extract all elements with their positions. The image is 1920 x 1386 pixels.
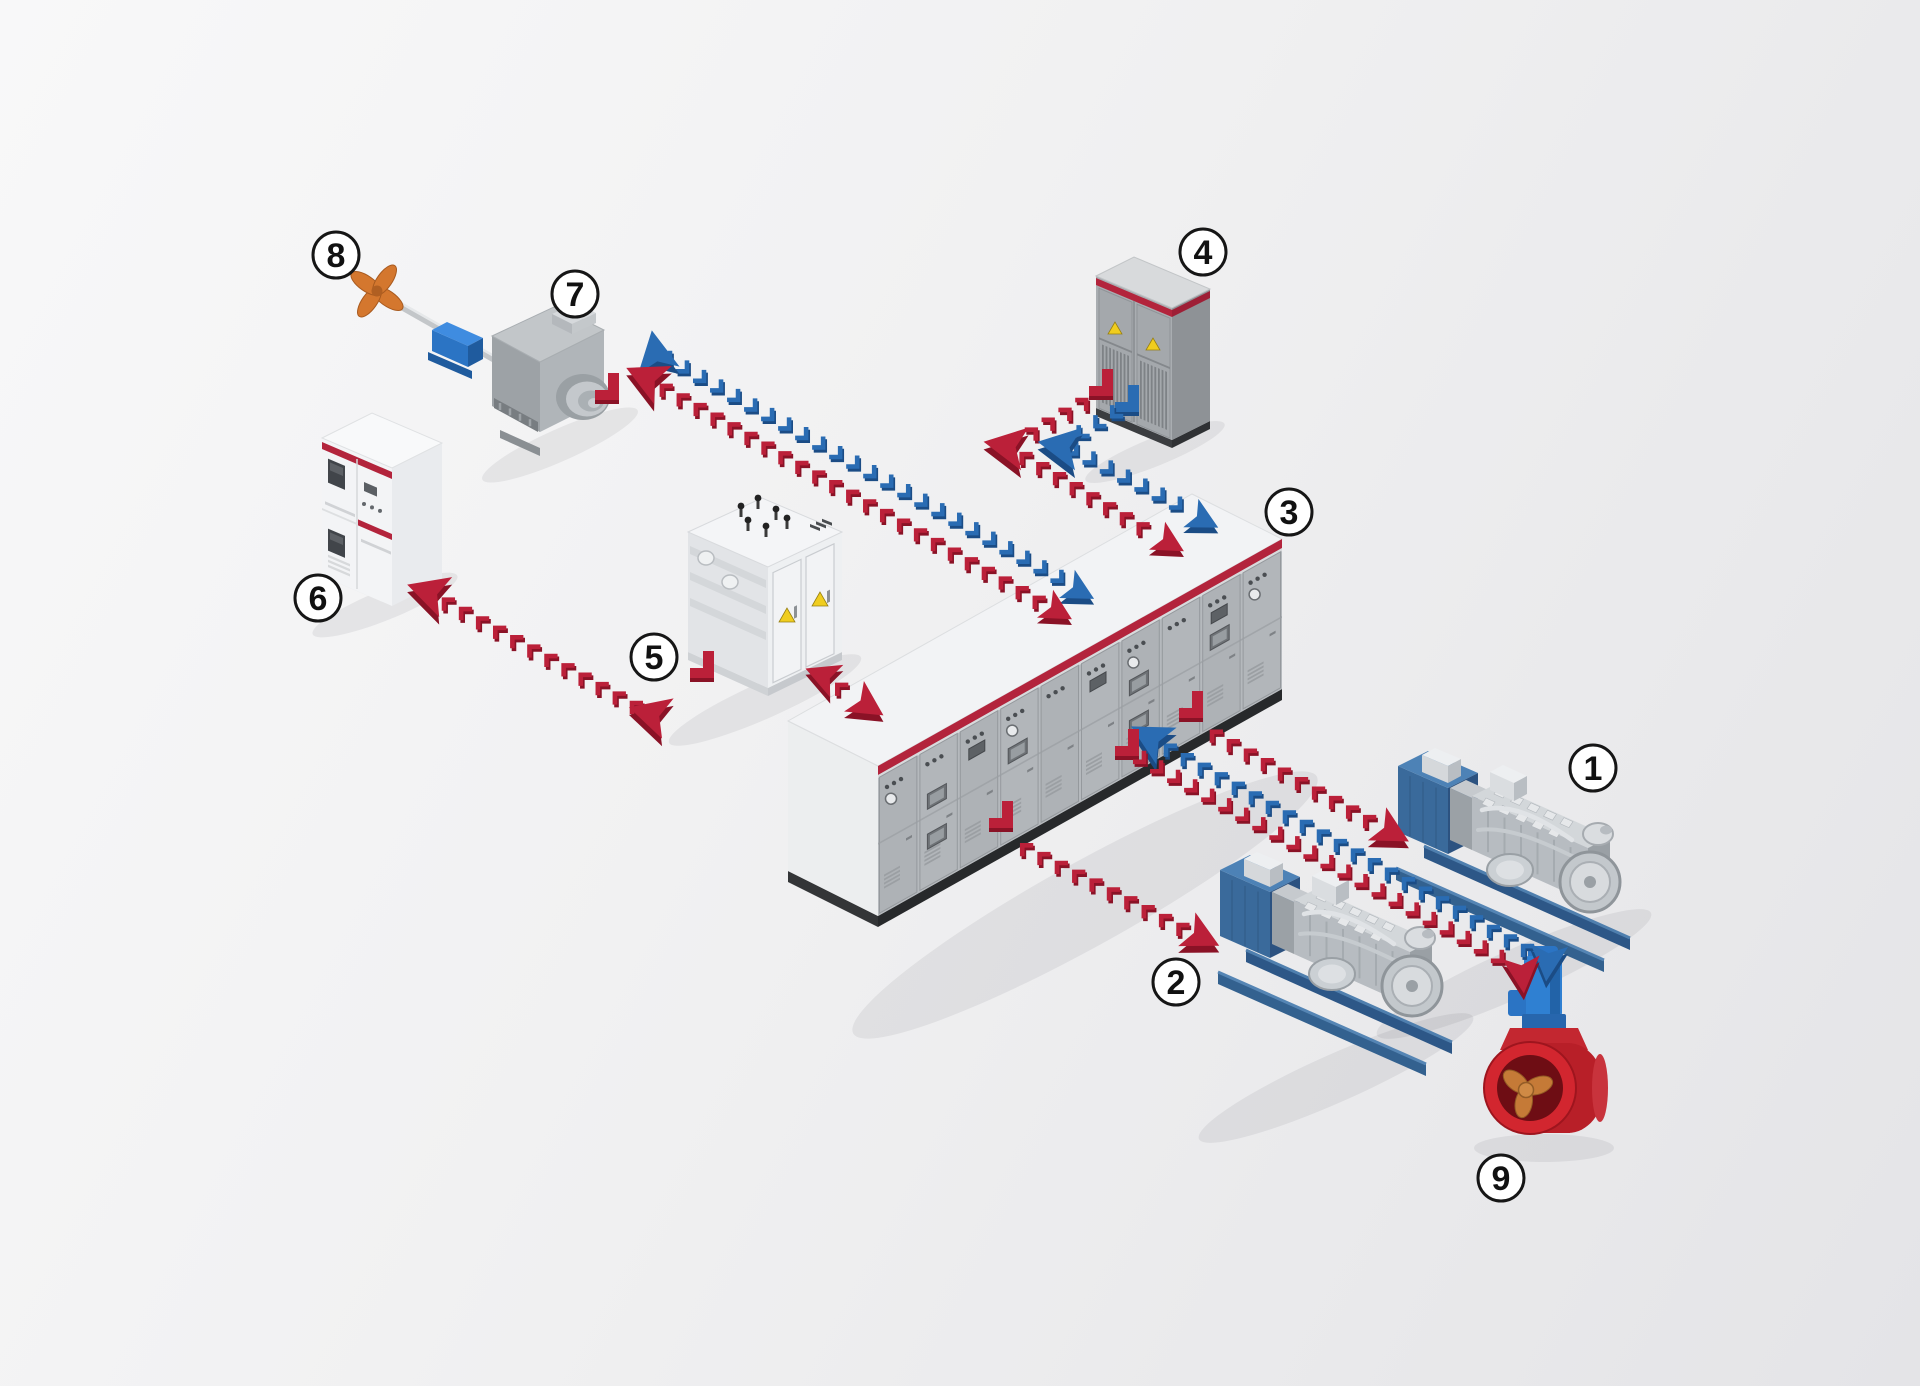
- callout-5: 5: [629, 632, 679, 682]
- callout-7: 7: [550, 269, 600, 319]
- callout-4: 4: [1178, 227, 1228, 277]
- connection-motor-link-blue: [638, 330, 1095, 605]
- connections: [407, 330, 1569, 1001]
- callout-6: 6: [293, 573, 343, 623]
- tunnel-thruster: [1483, 946, 1608, 1135]
- svg-text:6: 6: [309, 580, 328, 618]
- connection-drive-link-blue: [1037, 385, 1219, 534]
- connection-drive-link-red: [983, 369, 1184, 557]
- svg-text:5: 5: [645, 639, 664, 677]
- svg-text:3: 3: [1280, 494, 1299, 532]
- svg-text:1: 1: [1584, 750, 1603, 788]
- aux-cabinet: [320, 412, 444, 607]
- svg-text:4: 4: [1194, 234, 1213, 272]
- connection-transformer-feed-red: [805, 664, 884, 722]
- shaft-line: [350, 264, 568, 404]
- main-switchboard: [786, 493, 1284, 927]
- callout-3: 3: [1264, 487, 1314, 537]
- connection-thruster-link-blue: [1131, 726, 1569, 989]
- callout-1: 1: [1568, 743, 1618, 793]
- connection-genset1-feed-red: [1179, 691, 1409, 849]
- callout-8: 8: [311, 230, 361, 280]
- genset-2: [1217, 852, 1453, 1076]
- connection-thruster-link-red: [1115, 729, 1540, 1001]
- callouts: 1 2 3 4 5 6 7 8 9: [293, 227, 1618, 1203]
- connection-motor-link-red: [595, 365, 1072, 625]
- svg-text:9: 9: [1492, 1160, 1511, 1198]
- svg-text:7: 7: [566, 276, 585, 314]
- connection-genset2-feed-red: [989, 801, 1220, 953]
- callout-9: 9: [1476, 1153, 1526, 1203]
- svg-text:2: 2: [1167, 964, 1186, 1002]
- callout-2: 2: [1151, 957, 1201, 1007]
- svg-text:8: 8: [327, 237, 346, 275]
- components: [320, 256, 1631, 1135]
- connection-aux-feed-red: [407, 577, 714, 747]
